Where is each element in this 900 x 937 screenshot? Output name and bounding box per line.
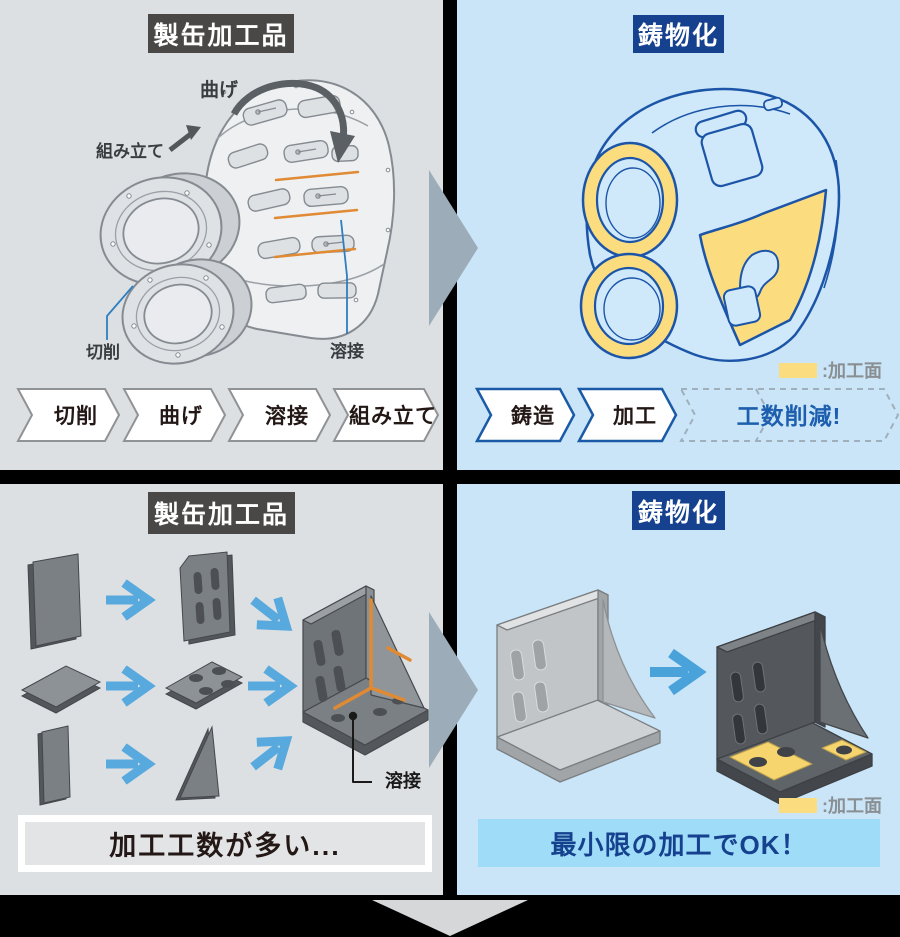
slot-pins — [255, 107, 345, 247]
flow-saved-steps-outline — [679, 388, 900, 442]
flow-label-bend: 曲げ — [159, 405, 203, 428]
fabricated-drum-canvas: 曲げ 組み立て 切削 溶接 切削 曲げ 溶接 組み立て — [16, 79, 440, 442]
weld-leader-line — [340, 219, 348, 334]
cast-bracket-illustration — [496, 589, 661, 783]
panel-cast-drum: 鋳造 加工 工数削減! — [457, 0, 900, 470]
flow-step-cut — [16, 388, 121, 442]
flow-step-machining — [576, 387, 678, 443]
cut-label: 切削 — [86, 342, 120, 362]
banner-many-steps-text: 加工工数が多い... — [25, 822, 425, 865]
flow-fabrication-labels: 切削 曲げ 溶接 組み立て — [54, 404, 437, 428]
flow-label-cut: 切削 — [54, 404, 98, 428]
title-casting-bottom: 鋳物化 — [632, 491, 725, 530]
flow-step-casting — [474, 387, 576, 443]
panel-fabricated-drum: 曲げ 組み立て 切削 溶接 切削 曲げ 溶接 組み立て — [0, 0, 443, 470]
raw-plates — [20, 551, 244, 806]
machined-surface-swatch — [779, 797, 817, 813]
legend-label: :加工面 — [822, 361, 882, 381]
cast-part-illustration — [579, 87, 841, 362]
machined-bracket-illustration — [716, 611, 873, 805]
machined-surface-swatch — [779, 362, 817, 378]
continue-down-arrow-icon — [372, 900, 528, 936]
flow-fabrication — [16, 388, 440, 442]
title-fabricated-top: 製缶加工品 — [148, 14, 294, 53]
legend-label: :加工面 — [822, 796, 882, 816]
weld-leader-line — [352, 716, 372, 783]
flow-label-weld: 溶接 — [265, 404, 309, 428]
welded-bracket-canvas: 溶接 — [20, 551, 429, 806]
legend-machined-surface-bottom: :加工面 — [779, 792, 882, 818]
flow-step-assemble — [332, 388, 440, 442]
assemble-label: 組み立て — [96, 141, 164, 161]
cast-bracket-canvas — [496, 589, 873, 805]
welded-bracket-illustration: 溶接 — [302, 585, 429, 791]
cut-leader-line — [106, 285, 134, 340]
transition-arrow-bottom-icon — [429, 612, 478, 768]
flow-casting — [474, 387, 678, 443]
banner-minimal-machining: 最小限の加工でOK！ — [478, 819, 880, 867]
legend-machined-surface-top: :加工面 — [779, 357, 882, 383]
transition-arrow-top-icon — [429, 170, 478, 326]
bend-arrow-icon — [230, 79, 355, 163]
assemble-arrow-icon — [168, 125, 201, 152]
flow-casting-labels: 鋳造 加工 工数削減! — [511, 403, 842, 429]
flow-label-assemble: 組み立て — [349, 404, 437, 428]
cast-openings — [694, 96, 783, 327]
flow-label-machining: 加工 — [612, 405, 657, 428]
weld-seams — [273, 170, 360, 259]
banner-many-steps: 加工工数が多い... — [18, 815, 432, 872]
title-fabricated-bottom: 製缶加工品 — [148, 492, 295, 534]
fabricated-drum-illustration: 曲げ 組み立て 切削 溶接 — [86, 79, 396, 365]
flow-note-saved-steps: 工数削減! — [737, 403, 842, 429]
bend-label: 曲げ — [200, 79, 239, 101]
weld-label: 溶接 — [385, 770, 421, 791]
blue-arrow — [650, 653, 698, 691]
flange-rings — [99, 172, 253, 365]
weld-label: 溶接 — [330, 341, 364, 361]
flow-step-bend — [122, 388, 227, 442]
title-casting-top: 鋳物化 — [633, 15, 724, 53]
flow-label-casting: 鋳造 — [511, 404, 555, 428]
flow-step-weld — [227, 388, 332, 442]
bracket-weld-seams — [333, 598, 412, 710]
cast-drum-canvas: 鋳造 加工 工数削減! — [474, 87, 900, 443]
